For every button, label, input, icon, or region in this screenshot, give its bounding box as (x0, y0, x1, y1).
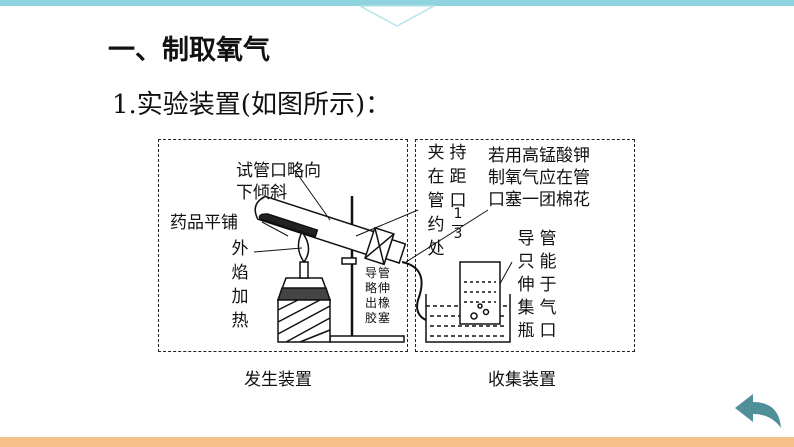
label-clamp-1d: 约 (427, 215, 445, 235)
stand-base (329, 335, 405, 343)
label-clamp-2c: 口 (449, 191, 467, 211)
gas-collecting-jar (459, 261, 501, 325)
fraction-denominator: 3 (453, 226, 463, 242)
label-gas-tube-2c: 于 (539, 275, 557, 295)
label-clamp-2b: 距 (449, 167, 467, 187)
wood-block (277, 299, 331, 343)
label-kmno4-line2: 制氧气应在管 (488, 168, 590, 188)
label-gas-tube-2a: 管 (539, 229, 557, 249)
label-gas-tube-1b: 只 (517, 252, 535, 272)
label-kmno4-line1: 若用高锰酸钾 (488, 146, 590, 166)
label-gas-tube-1e: 瓶 (517, 321, 535, 341)
label-gas-tube-2b: 能 (539, 252, 557, 272)
label-tube-outlet-5: 出 (364, 296, 377, 310)
label-tube-outlet-1: 导 (364, 266, 377, 280)
label-gas-tube-2e: 口 (539, 321, 557, 341)
label-clamp-1b: 在 (427, 167, 445, 187)
label-gas-tube-1c: 伸 (517, 275, 535, 295)
label-gas-tube-1a: 导 (517, 229, 535, 249)
label-tube-tilt-line1: 试管口略向 (236, 161, 321, 181)
caption-collection-apparatus: 收集装置 (488, 370, 556, 390)
fraction-numerator: 1 (453, 206, 463, 222)
label-clamp-1e: 处 (427, 239, 445, 259)
subsection-heading: 1.实验装置(如图所示)： (112, 90, 392, 120)
label-tube-outlet-2: 管 (377, 266, 390, 280)
label-outer-flame-3: 加 (231, 287, 249, 307)
top-notch-decoration (359, 5, 435, 27)
label-gas-tube-2d: 气 (539, 298, 557, 318)
alcohol-lamp (276, 230, 332, 301)
top-accent-bar (0, 0, 794, 6)
label-tube-outlet-8: 塞 (377, 311, 390, 325)
label-outer-flame-1: 外 (231, 239, 249, 259)
collection-apparatus-panel (415, 139, 635, 352)
generation-apparatus-panel (158, 139, 408, 352)
test-tube (254, 195, 407, 266)
label-clamp-1a: 夹 (427, 143, 445, 163)
back-arrow-icon[interactable] (733, 392, 785, 432)
label-clamp-1c: 管 (427, 191, 445, 211)
bottom-accent-bar (0, 437, 794, 447)
label-tube-outlet-4: 伸 (377, 281, 390, 295)
label-tube-outlet-7: 胶 (364, 311, 377, 325)
label-outer-flame-2: 焰 (231, 263, 249, 283)
label-tube-outlet-6: 橡 (377, 296, 390, 310)
caption-generation-apparatus: 发生装置 (244, 370, 312, 390)
label-spread-evenly: 药品平铺 (170, 213, 238, 233)
label-clamp-2a: 持 (449, 143, 467, 163)
label-tube-tilt-line2: 下倾斜 (236, 183, 287, 203)
clamp-ring (341, 257, 357, 265)
label-tube-outlet-3: 略 (364, 281, 377, 295)
fraction-bar (452, 225, 464, 226)
label-outer-flame-4: 热 (231, 311, 249, 331)
section-heading: 一、制取氧气 (108, 35, 270, 66)
label-gas-tube-1d: 集 (517, 298, 535, 318)
label-kmno4-line3: 口塞一团棉花 (488, 190, 590, 210)
